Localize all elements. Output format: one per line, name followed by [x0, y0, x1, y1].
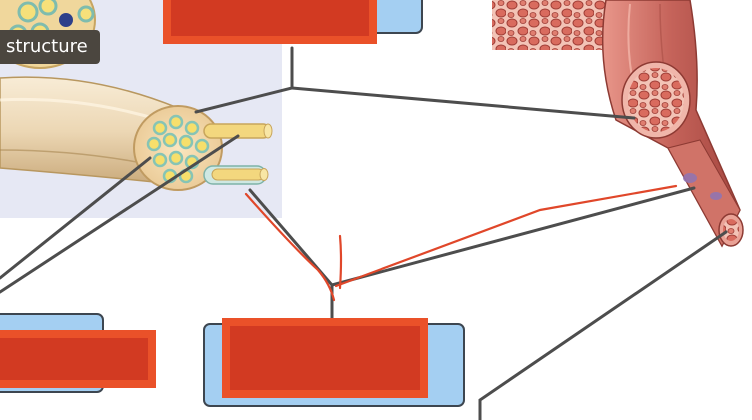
- muscle-belly-icon: [601, 0, 744, 248]
- redaction-bottom-center: [222, 318, 428, 398]
- redaction-bottom-left: [0, 330, 156, 388]
- redaction-top: [163, 0, 377, 44]
- red-annotation-line: [244, 184, 678, 302]
- structure-tag: structure: [0, 30, 100, 64]
- tendon-icon: [0, 76, 273, 191]
- leader-lines: [0, 46, 728, 420]
